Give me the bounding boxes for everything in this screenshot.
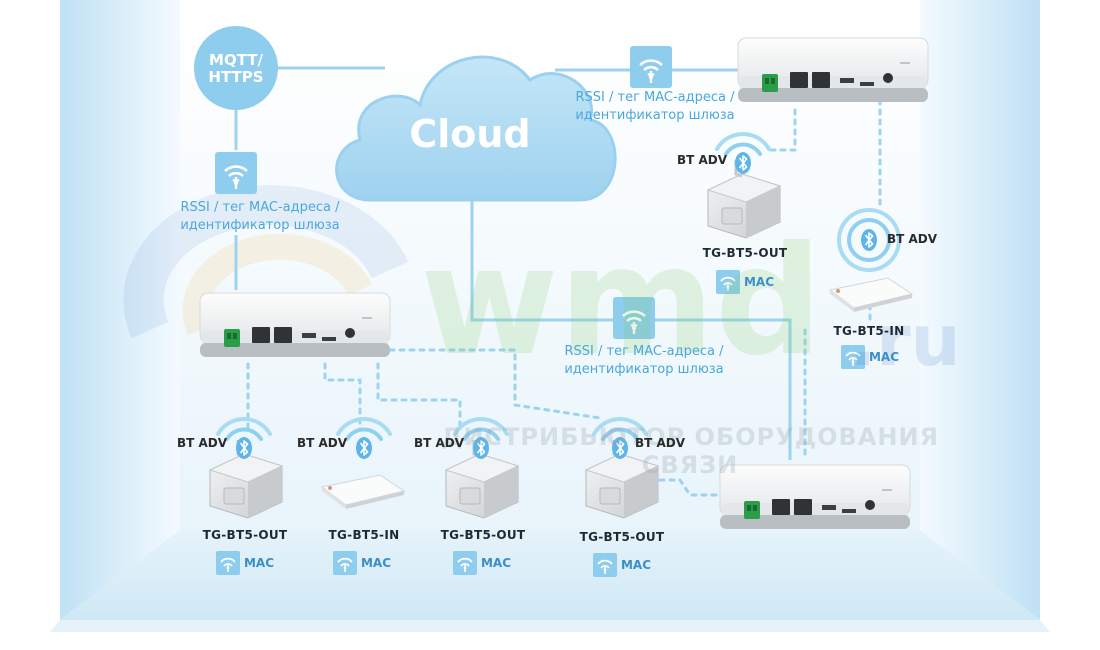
mqtt-hub-label-line1: MQTT/ — [209, 51, 263, 69]
model-label-out: TG-BT5-OUT — [440, 528, 526, 542]
rssi-label-left-line1: RSSI / тег MAC-адреса / — [180, 200, 340, 215]
mac-label: MAC — [620, 558, 652, 572]
wifi-signal-icon — [213, 150, 259, 196]
mac-label: MAC — [868, 350, 900, 364]
mqtt-hub-label-line2: HTTPS — [208, 68, 264, 86]
mac-icon — [332, 550, 358, 576]
model-label-out: TG-BT5-OUT — [202, 528, 288, 542]
mqtt-hub — [194, 26, 278, 110]
model-label-out: TG-BT5-OUT — [579, 530, 665, 544]
mac-label: MAC — [480, 556, 512, 570]
bt-adv-label: BT ADV — [676, 153, 728, 167]
mac-icon — [215, 550, 241, 576]
mac-icon — [452, 550, 478, 576]
rssi-label-top-line1: RSSI / тег MAC-адреса / — [575, 90, 735, 105]
rssi-label-top-line2: идентификатор шлюза — [575, 108, 735, 123]
mqtt-hub-label: MQTT/ HTTPS — [196, 52, 276, 86]
mac-icon — [592, 552, 618, 578]
mac-label: MAC — [243, 556, 275, 570]
bt-adv-label: BT ADV — [886, 232, 938, 246]
cloud-icon — [335, 55, 617, 202]
mac-label: MAC — [360, 556, 392, 570]
router-icon — [199, 292, 391, 358]
model-label-in: TG-BT5-IN — [328, 528, 400, 542]
rssi-label-middle-line2: идентификатор шлюза — [564, 362, 724, 377]
rssi-label-left-line2: идентификатор шлюза — [180, 218, 340, 233]
rssi-label-top: RSSI / тег MAC-адреса / идентификатор шл… — [555, 89, 755, 125]
watermark-domain: .ru — [849, 300, 961, 382]
bt-adv-label: BT ADV — [413, 436, 465, 450]
rssi-label-middle: RSSI / тег MAC-адреса / идентификатор шл… — [544, 343, 744, 379]
watermark-text: ДИСТРИБЬЮТОР ОБОРУДОВАНИЯ СВЯЗИ — [440, 423, 940, 479]
bt-adv-label: BT ADV — [296, 436, 348, 450]
model-label-out: TG-BT5-OUT — [702, 246, 788, 260]
model-label-in: TG-BT5-IN — [833, 324, 905, 338]
cloud-label: Cloud — [409, 112, 531, 156]
watermark — [123, 185, 409, 339]
bt-adv-label: BT ADV — [176, 436, 228, 450]
wifi-signal-icon — [628, 44, 674, 90]
router-icon — [737, 37, 929, 103]
watermark-logo: wmd — [420, 215, 823, 389]
bt-adv-label: BT ADV — [634, 436, 686, 450]
rssi-label-left: RSSI / тег MAC-адреса / идентификатор шл… — [160, 199, 360, 235]
rssi-label-middle-line1: RSSI / тег MAC-адреса / — [564, 344, 724, 359]
mac-label: MAC — [743, 275, 775, 289]
